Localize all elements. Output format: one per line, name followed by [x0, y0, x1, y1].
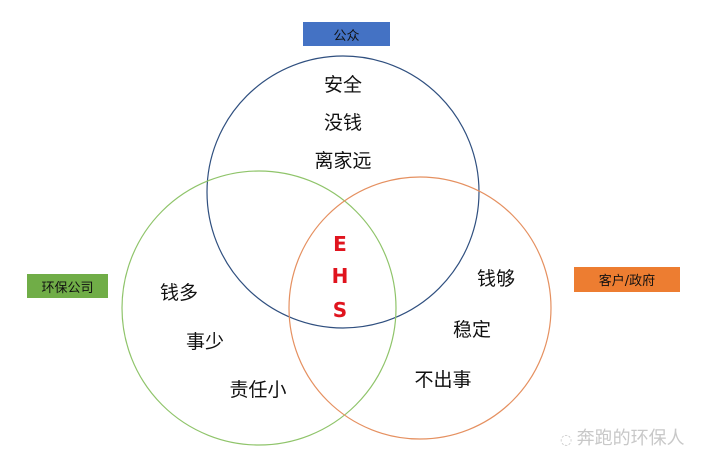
public-item: 离家远: [314, 150, 372, 172]
client-item: 不出事: [414, 369, 472, 391]
wechat-icon: ◌: [560, 432, 577, 448]
public-item: 没钱: [323, 112, 363, 134]
ehs-letter-s: S: [332, 298, 348, 322]
public-circle: [206, 55, 480, 329]
client-label: 客户/政府: [574, 267, 680, 292]
watermark-text: 奔跑的环保人: [576, 428, 685, 449]
company-item: 事少: [185, 331, 225, 353]
client-circle: [288, 176, 552, 440]
watermark: ◌ 奔跑的环保人: [560, 424, 685, 450]
company-circle: [121, 170, 397, 446]
company-item: 钱多: [159, 282, 199, 304]
public-item: 安全: [323, 74, 363, 96]
company-label: 环保公司: [27, 274, 108, 298]
public-label: 公众: [303, 22, 390, 46]
client-item: 稳定: [452, 319, 492, 341]
client-item: 钱够: [476, 268, 516, 290]
ehs-letter-e: E: [333, 232, 347, 256]
company-item: 责任小: [229, 379, 287, 401]
ehs-letter-h: H: [331, 264, 349, 288]
